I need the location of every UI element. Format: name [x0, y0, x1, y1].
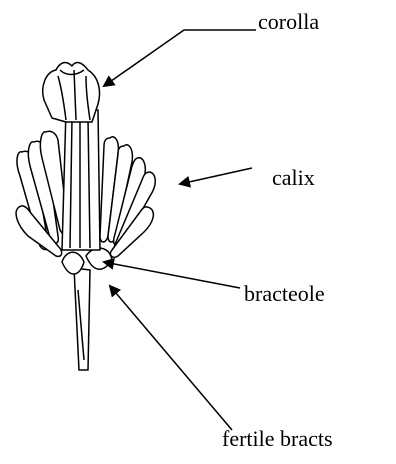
corolla-shape — [43, 63, 100, 122]
calix-arrow — [180, 168, 252, 184]
flower-drawing — [16, 63, 155, 370]
label-corolla: corolla — [258, 11, 319, 33]
stem — [74, 268, 90, 370]
label-fertile-bracts: fertile bracts — [222, 428, 333, 450]
fertile-bract — [62, 252, 84, 274]
bracteole-arrow — [104, 262, 240, 288]
bracteole-shape — [86, 248, 112, 269]
label-bracteole: bracteole — [244, 283, 325, 305]
label-calix: calix — [272, 167, 315, 189]
corolla-arrow — [104, 30, 256, 86]
fertile-bracts-arrow — [110, 286, 232, 430]
